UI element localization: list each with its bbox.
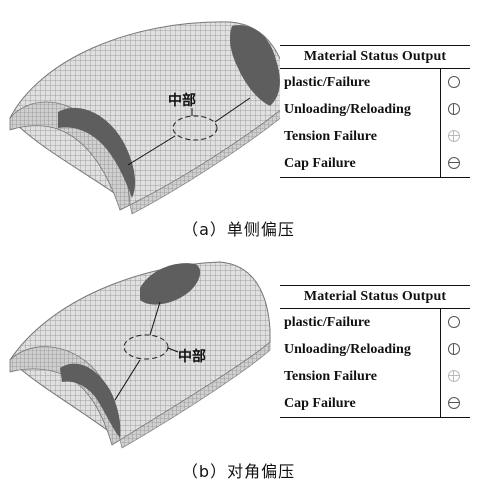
legend-item-label: plastic/Failure (284, 75, 371, 90)
legend-b: Material Status Output plastic/Failure U… (280, 285, 470, 418)
legend-a: Material Status Output plastic/Failure U… (280, 45, 470, 178)
legend-item-label: plastic/Failure (284, 315, 371, 330)
legend-body: plastic/Failure Unloading/Reloading Tens… (280, 309, 470, 417)
legend-item-label: Unloading/Reloading (284, 102, 411, 117)
legend-item-unloading-reloading: Unloading/Reloading (280, 96, 470, 123)
legend-item-plastic-failure: plastic/Failure (280, 69, 470, 96)
lining-bottom (119, 341, 271, 449)
circle-empty-icon (448, 76, 460, 88)
failure-zone-crown (140, 263, 201, 305)
vault-outer-surface (9, 261, 271, 441)
leader-line-2 (114, 359, 141, 401)
leader-line-3 (167, 347, 179, 353)
legend-item-plastic-failure: plastic/Failure (280, 309, 470, 336)
legend-item-label: Unloading/Reloading (284, 342, 411, 357)
failure-zone-back (230, 25, 280, 106)
circle-cross-icon (448, 130, 460, 142)
middle-zone-ellipse (123, 334, 169, 360)
legend-item-label: Tension Failure (284, 129, 377, 144)
leader-line-1 (127, 135, 176, 166)
figure-panel-b: 中部 Material Status Output plastic/Failur… (0, 250, 477, 500)
legend-body: plastic/Failure Unloading/Reloading Tens… (280, 69, 470, 177)
circle-empty-icon (448, 316, 460, 328)
figure-caption-b: （b）对角偏压 (181, 462, 296, 481)
tunnel-model-a (9, 21, 291, 215)
legend-separator (440, 309, 441, 417)
legend-title: Material Status Output (280, 46, 470, 69)
figure-caption-a: （a）单侧偏压 (182, 220, 295, 239)
figure-panel-a: 中部 Material Status Output plastic/Failur… (9, 21, 470, 239)
legend-item-tension-failure: Tension Failure (280, 363, 470, 390)
legend-item-label: Cap Failure (284, 156, 356, 171)
failure-zone-springline (60, 363, 121, 438)
legend-separator (440, 69, 441, 177)
legend-title: Material Status Output (280, 286, 470, 309)
middle-zone-ellipse (172, 115, 218, 141)
legend-item-label: Cap Failure (284, 396, 356, 411)
leader-line-2 (214, 97, 251, 123)
callout-label: 中部 (168, 93, 196, 109)
legend-item-cap-failure: Cap Failure (280, 390, 470, 417)
circle-vertical-bar-icon (448, 103, 460, 115)
legend-item-cap-failure: Cap Failure (280, 150, 470, 177)
legend-item-label: Tension Failure (284, 369, 377, 384)
failure-zone-front (58, 107, 136, 198)
leader-line-1 (149, 301, 161, 336)
tunnel-model-b (9, 261, 271, 449)
callout-label: 中部 (178, 349, 206, 365)
legend-item-unloading-reloading: Unloading/Reloading (280, 336, 470, 363)
circle-cross-icon (448, 370, 460, 382)
circle-horizontal-bar-icon (448, 157, 460, 169)
circle-vertical-bar-icon (448, 343, 460, 355)
circle-horizontal-bar-icon (448, 397, 460, 409)
legend-item-tension-failure: Tension Failure (280, 123, 470, 150)
